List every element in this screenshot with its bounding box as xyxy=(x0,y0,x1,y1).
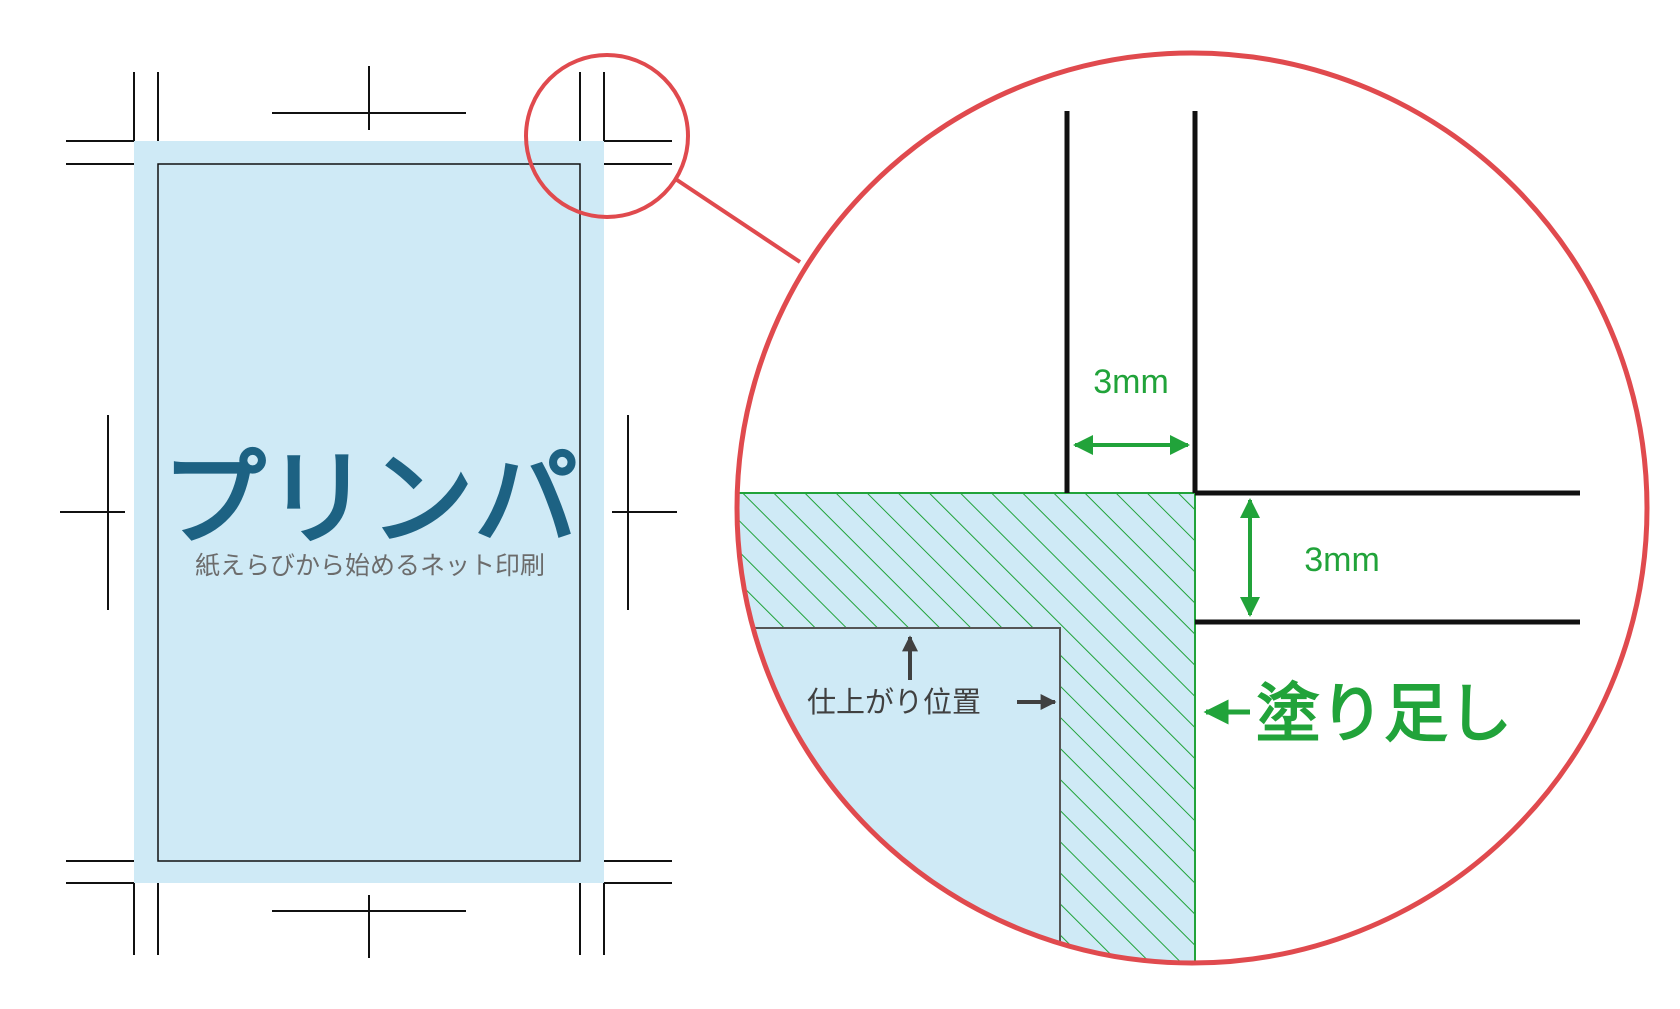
dimension-width-label: 3mm xyxy=(1093,363,1169,401)
dimension-height-label: 3mm xyxy=(1304,541,1380,579)
card-illustration: プリンパ 紙えらびから始めるネット印刷 xyxy=(60,66,677,958)
trim-line xyxy=(737,627,1061,963)
crop-mark-top-left xyxy=(66,72,159,165)
callout-connector xyxy=(675,178,802,264)
brand-logo: プリンパ xyxy=(162,438,578,560)
brand-tagline: 紙えらびから始めるネット印刷 xyxy=(195,551,545,580)
center-mark-top xyxy=(272,66,466,130)
center-mark-bottom xyxy=(272,895,466,958)
small-callout-circle xyxy=(524,53,690,219)
bleed-area xyxy=(134,141,604,883)
center-mark-right xyxy=(612,415,677,610)
large-callout-circle xyxy=(734,50,1650,966)
trim-position-label: 仕上がり位置 xyxy=(807,685,981,719)
bleed-label: 塗り足し xyxy=(1256,678,1512,752)
crop-mark-bottom-right xyxy=(579,860,672,955)
crop-mark-top-right xyxy=(579,72,672,165)
center-mark-left xyxy=(60,415,125,610)
crop-mark-bottom-left xyxy=(66,860,159,955)
trim-frame xyxy=(157,163,581,862)
